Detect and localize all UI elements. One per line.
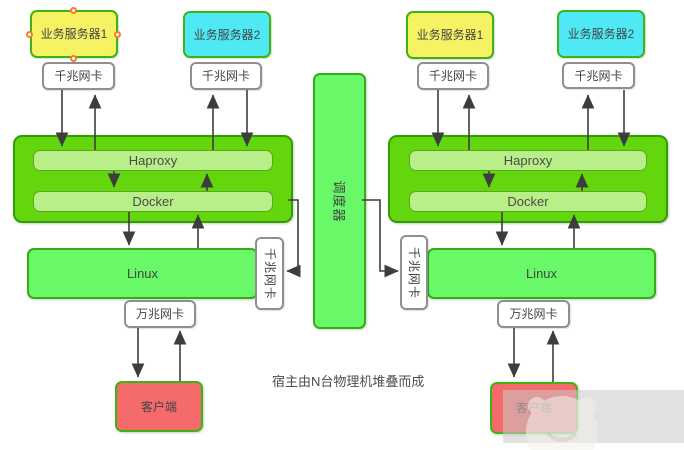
shape-label: 千兆网卡	[262, 247, 277, 300]
shape-label: 客户端	[140, 399, 177, 414]
shape-label: 千兆网卡	[428, 69, 477, 83]
shape-label: Haproxy	[503, 153, 553, 168]
annotation-text[interactable]: 宿主由N台物理机堆叠而成	[272, 374, 425, 389]
shape-right-haproxy[interactable]: Haproxy	[409, 150, 647, 171]
shape-label: 客户端	[515, 401, 552, 415]
shape-label: 千兆网卡	[201, 69, 250, 83]
selection-handle-right[interactable]	[114, 31, 121, 38]
shape-scheduler[interactable]: 调度器	[313, 73, 366, 329]
shape-label: Docker	[132, 194, 174, 209]
shape-left-haproxy[interactable]: Haproxy	[33, 150, 273, 171]
shape-label: 调度器	[331, 179, 347, 223]
shape-label: Linux	[126, 266, 159, 281]
shape-label: 千兆网卡	[54, 69, 103, 83]
shape-left-client[interactable]: 客户端	[115, 381, 203, 432]
shape-right-business-server-1[interactable]: 业务服务器1	[406, 11, 494, 59]
shape-right-docker[interactable]: Docker	[409, 191, 647, 212]
shape-left-gigabit-nic-1[interactable]: 千兆网卡	[42, 62, 115, 90]
shape-left-gigabit-nic-2[interactable]: 千兆网卡	[190, 62, 262, 90]
shape-label: Linux	[525, 266, 558, 281]
shape-label: 万兆网卡	[509, 307, 558, 321]
shape-right-gigabit-nic-2[interactable]: 千兆网卡	[562, 62, 635, 89]
shape-right-gigabit-nic-1[interactable]: 千兆网卡	[417, 62, 489, 90]
shape-right-business-server-2[interactable]: 业务服务器2	[557, 10, 645, 58]
shape-right-ten-gigabit-nic[interactable]: 万兆网卡	[497, 300, 570, 328]
shape-label: Docker	[507, 194, 549, 209]
shape-left-business-server-1[interactable]: 业务服务器1	[30, 10, 118, 58]
shape-label: 业务服务器1	[416, 28, 484, 42]
shape-left-docker[interactable]: Docker	[33, 191, 273, 212]
selection-handle-left[interactable]	[26, 31, 33, 38]
shape-label: 业务服务器2	[193, 27, 261, 42]
shape-left-business-server-2[interactable]: 业务服务器2	[183, 11, 271, 58]
shape-label: 千兆网卡	[407, 246, 422, 299]
shape-label: 业务服务器2	[567, 27, 635, 41]
shape-label: 千兆网卡	[574, 68, 623, 83]
shape-right-linux[interactable]: Linux	[427, 248, 656, 299]
shape-left-gigabit-nic-vertical[interactable]: 千兆网卡	[255, 237, 284, 310]
shape-left-linux[interactable]: Linux	[27, 248, 258, 299]
shape-left-ten-gigabit-nic[interactable]: 万兆网卡	[124, 300, 196, 328]
shape-label: 万兆网卡	[135, 307, 184, 321]
shape-right-gigabit-nic-vertical[interactable]: 千兆网卡	[400, 235, 428, 310]
shape-label: 业务服务器1	[40, 27, 108, 41]
shape-right-client[interactable]: 客户端	[490, 382, 578, 434]
selection-handle-top[interactable]	[70, 7, 77, 14]
selection-handle-bottom[interactable]	[70, 55, 77, 62]
shape-label: Haproxy	[128, 153, 178, 168]
